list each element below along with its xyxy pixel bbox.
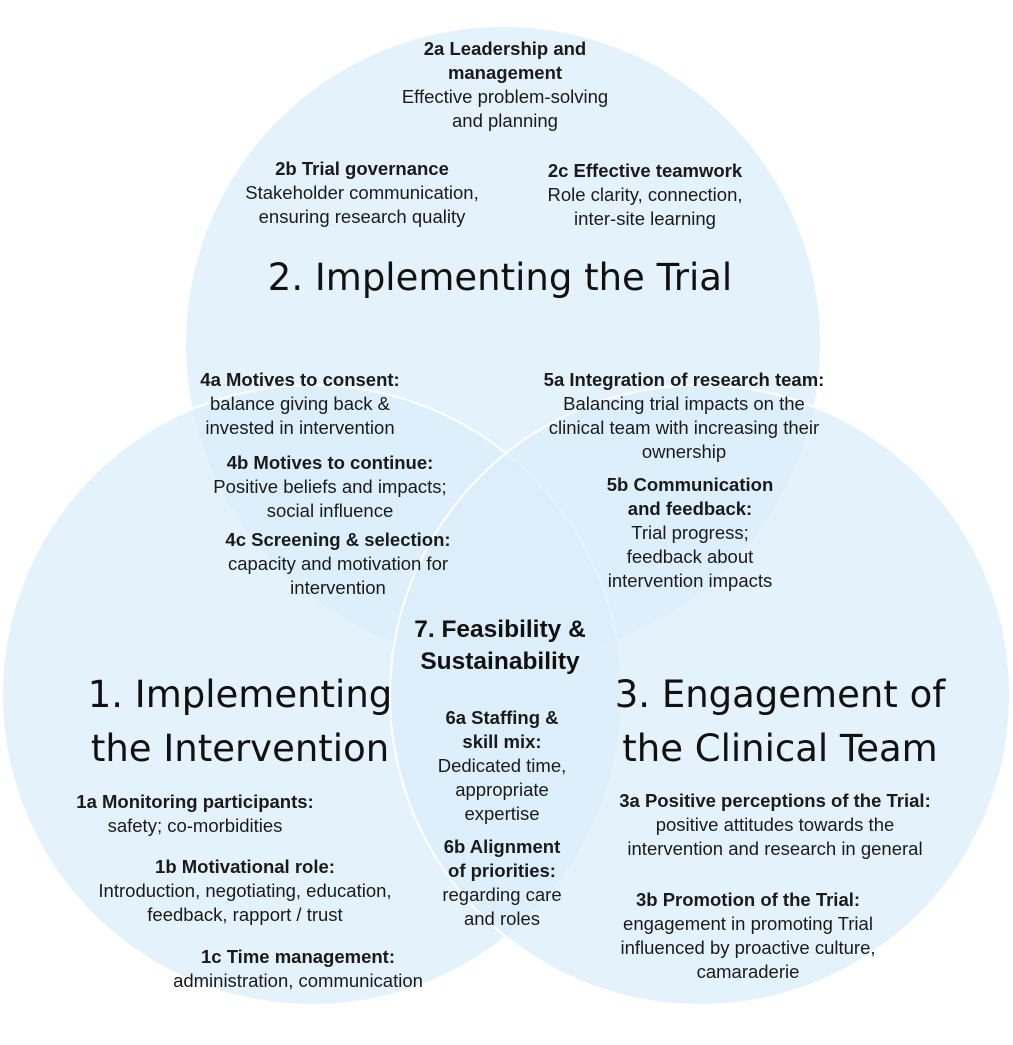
item-2b-heading: 2b Trial governance [275,158,449,179]
item-2c-heading: 2c Effective teamwork [547,160,743,181]
item-4c-heading: 4c Screening & selection: [225,529,451,550]
item-6a-heading-2: skill mix: [462,731,542,752]
center-title: 7. Feasibility & Sustainability [414,616,586,675]
item-2a-body: Effective problem-solving [401,86,609,107]
item-6b-heading: 6b Alignment [443,836,561,857]
item-2b-body-2: ensuring research quality [258,206,466,227]
item-1a-heading: 1a Monitoring participants: [76,791,314,812]
item-6a-body: Dedicated time, [437,755,567,776]
item-6a: 6a Staffing & skill mix: Dedicated time,… [412,706,592,826]
item-2c-body-2: inter-site learning [574,208,716,229]
circle1-title: 1. Implementing the Intervention [87,673,393,770]
item-4b-body-2: social influence [266,500,394,521]
item-5b: 5b Communication and feedback: Trial pro… [560,473,820,593]
item-2a: 2a Leadership and management Effective p… [330,37,680,133]
item-4c-body-2: intervention [290,577,386,598]
item-5a-body: Balancing trial impacts on the [563,393,805,414]
item-3b-body-2: influenced by proactive culture, [620,937,876,958]
item-2c-body: Role clarity, connection, [547,184,743,205]
item-4b-body: Positive beliefs and impacts; [213,476,447,497]
item-1c-heading: 1c Time management: [201,946,395,967]
item-3a-body-2: intervention and research in general [627,838,923,859]
item-3b-body: engagement in promoting Trial [623,913,873,934]
item-5a: 5a Integration of research team: Balanci… [514,368,854,464]
item-3a: 3a Positive perceptions of the Trial: po… [595,789,955,861]
item-4c-body: capacity and motivation for [227,553,449,574]
item-3a-body: positive attitudes towards the [655,814,895,835]
item-2b: 2b Trial governance Stakeholder communic… [212,157,512,229]
item-1c: 1c Time management: administration, comm… [148,945,448,993]
circle3-title: 3. Engagement of the Clinical Team [614,673,946,770]
item-3b-body-3: camaraderie [696,961,800,982]
item-4b-heading: 4b Motives to continue: [226,452,434,473]
item-1a: 1a Monitoring participants: safety; co-m… [30,790,360,838]
item-1a-body: safety; co-morbidities [107,815,283,836]
item-4b: 4b Motives to continue: Positive beliefs… [180,451,480,523]
item-5a-body-3: ownership [641,441,727,462]
item-2a-heading-2: management [447,62,563,83]
item-4c: 4c Screening & selection: capacity and m… [188,528,488,600]
circle2-title: 2. Implementing the Trial [267,256,733,299]
item-4a-body-2: invested in intervention [205,417,395,438]
item-1b-body: Introduction, negotiating, education, [98,880,392,901]
item-5a-body-2: clinical team with increasing their [548,417,820,438]
item-6b-heading-2: of priorities: [448,860,556,881]
item-1b-heading: 1b Motivational role: [155,856,335,877]
item-6b: 6b Alignment of priorities: regarding ca… [412,835,592,931]
item-6b-body: regarding care [442,884,562,905]
item-2a-body-2: and planning [452,110,558,131]
item-3b-heading: 3b Promotion of the Trial: [635,889,861,910]
item-1b-body-2: feedback, rapport / trust [147,904,343,925]
item-1c-body: administration, communication [173,970,423,991]
item-3a-heading: 3a Positive perceptions of the Trial: [619,790,931,811]
item-5b-heading: 5b Communication [606,474,774,495]
item-2b-body: Stakeholder communication, [245,182,479,203]
item-5b-body-3: intervention impacts [607,570,773,591]
item-5b-body-2: feedback about [626,546,754,567]
item-6b-body-2: and roles [463,908,541,929]
item-4a-body: balance giving back & [210,393,390,414]
item-6a-heading: 6a Staffing & [445,707,559,728]
item-6a-body-3: expertise [464,803,540,824]
item-2a-heading: 2a Leadership and [423,38,587,59]
item-6a-body-2: appropriate [455,779,549,800]
item-1b: 1b Motivational role: Introduction, nego… [70,855,420,927]
item-4a: 4a Motives to consent: balance giving ba… [150,368,450,440]
item-2c: 2c Effective teamwork Role clarity, conn… [505,159,785,231]
item-4a-heading: 4a Motives to consent: [200,369,400,390]
item-5b-body: Trial progress; [631,522,749,543]
item-5b-heading-2: and feedback: [627,498,753,519]
item-3b: 3b Promotion of the Trial: engagement in… [598,888,898,984]
circle-engagement-clinical-team [389,384,1011,1006]
item-5a-heading: 5a Integration of research team: [543,369,825,390]
